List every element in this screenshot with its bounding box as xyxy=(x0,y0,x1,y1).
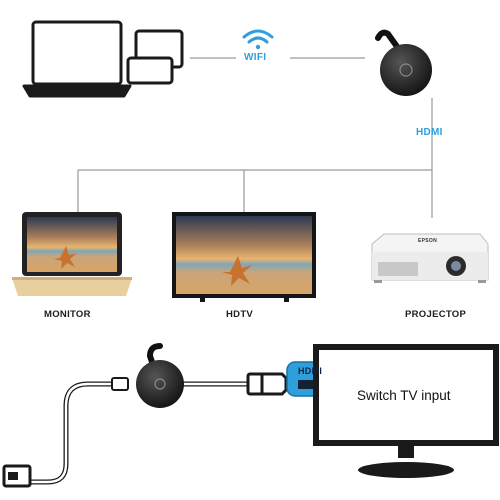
hdmi-plug xyxy=(246,372,288,396)
hdmi-badge-label: HDMI xyxy=(298,366,323,376)
device-label-projector: PROJECTOP xyxy=(405,309,467,320)
tv-screen-text: Switch TV input xyxy=(357,388,451,403)
tv-outline xyxy=(313,344,499,478)
monitor-device xyxy=(12,212,132,296)
chromecast-bottom xyxy=(136,343,184,408)
device-label-hdtv: HDTV xyxy=(226,309,254,320)
chromecast-dongle xyxy=(375,29,432,96)
laptop-icon xyxy=(22,20,132,98)
wifi-label: WIFI xyxy=(244,52,267,63)
hdmi-cable xyxy=(27,381,253,485)
phone-icon xyxy=(126,56,174,85)
connection-lines xyxy=(77,57,433,218)
usb-plug xyxy=(111,377,129,391)
usb-connector xyxy=(2,464,32,488)
projector-brand: EPSON xyxy=(418,238,438,244)
projector-device xyxy=(371,233,489,283)
wifi-icon xyxy=(242,29,274,50)
cable-inner xyxy=(30,382,250,484)
device-label-monitor: MONITOR xyxy=(44,309,91,320)
hdtv-device xyxy=(172,212,316,302)
hdmi-label: HDMI xyxy=(416,127,443,138)
